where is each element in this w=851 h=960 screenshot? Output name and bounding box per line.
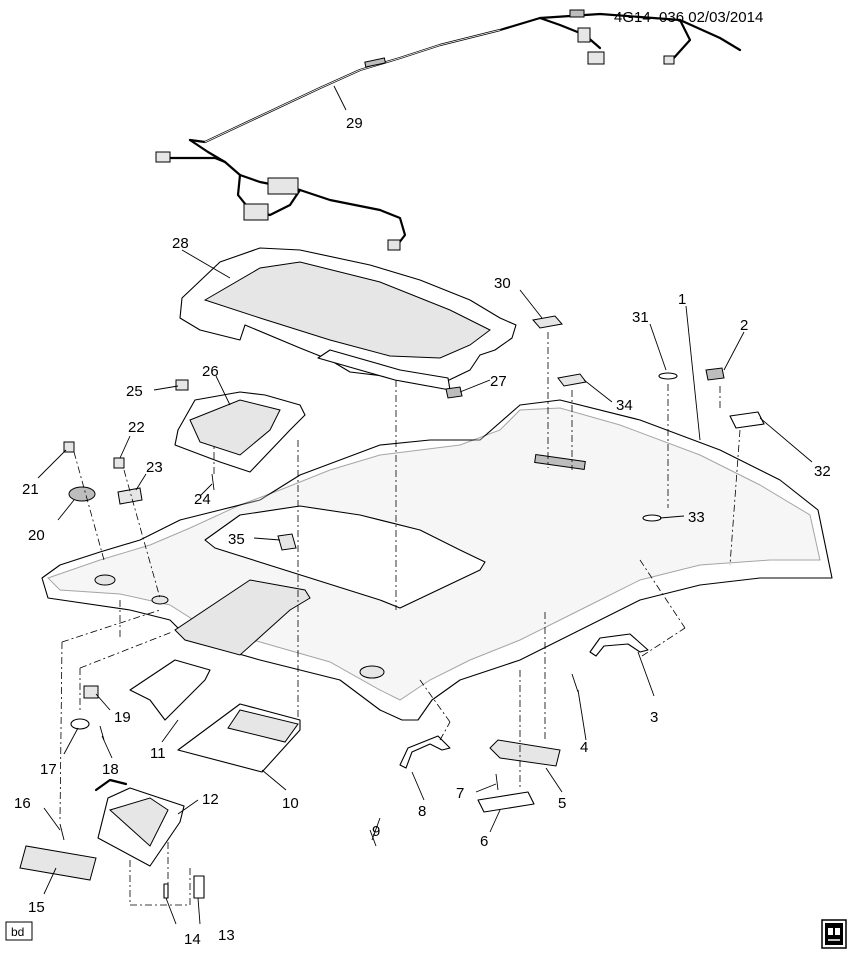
wiring-harness <box>155 9 742 251</box>
callout-22: 22 <box>128 419 145 436</box>
callout-2: 2 <box>740 317 748 334</box>
callout-18: 18 <box>102 761 119 778</box>
callout-28: 28 <box>172 235 189 252</box>
callout-29: 29 <box>346 115 363 132</box>
callout-33: 33 <box>688 509 705 526</box>
callout-5: 5 <box>558 795 566 812</box>
callout-labels: 1 2 3 4 5 6 7 8 9 10 11 12 13 14 15 16 1… <box>14 115 831 948</box>
dome-lamp <box>477 739 561 813</box>
callout-16: 16 <box>14 795 31 812</box>
callout-15: 15 <box>28 899 45 916</box>
leader-lines <box>37 85 813 925</box>
grab-handles <box>399 633 649 769</box>
small-parts <box>63 315 765 551</box>
callout-34: 34 <box>616 397 633 414</box>
corner-badge: bd <box>5 921 33 941</box>
callout-4: 4 <box>580 739 588 756</box>
console-bracket <box>174 391 306 473</box>
callout-32: 32 <box>814 463 831 480</box>
callout-21: 21 <box>22 481 39 498</box>
callout-17: 17 <box>40 761 57 778</box>
svg-text:bd: bd <box>11 925 24 939</box>
assembly-lines <box>59 332 741 906</box>
callout-19: 19 <box>114 709 131 726</box>
callout-31: 31 <box>632 309 649 326</box>
callout-8: 8 <box>418 803 426 820</box>
callout-9: 9 <box>372 823 380 840</box>
sun-visor <box>19 685 205 899</box>
callout-6: 6 <box>480 833 488 850</box>
callout-11: 11 <box>150 745 166 762</box>
callout-14: 14 <box>184 931 201 948</box>
callout-20: 20 <box>28 527 45 544</box>
headliner-panel <box>41 399 833 721</box>
callout-27: 27 <box>490 373 507 390</box>
callout-26: 26 <box>202 363 219 380</box>
callout-13: 13 <box>218 927 235 944</box>
gm-logo-icon <box>821 919 847 949</box>
callout-1: 1 <box>678 291 686 308</box>
sunroof-frame <box>179 247 517 391</box>
callout-23: 23 <box>146 459 163 476</box>
callout-10: 10 <box>282 795 299 812</box>
callout-35: 35 <box>228 531 245 548</box>
callout-24: 24 <box>194 491 211 508</box>
callout-7: 7 <box>456 785 464 802</box>
drawing-id: 4G14–036 02/03/2014 <box>614 9 763 26</box>
overhead-console <box>129 659 301 773</box>
callout-12: 12 <box>202 791 219 808</box>
callout-25: 25 <box>126 383 143 400</box>
callout-3: 3 <box>650 709 658 726</box>
callout-30: 30 <box>494 275 511 292</box>
